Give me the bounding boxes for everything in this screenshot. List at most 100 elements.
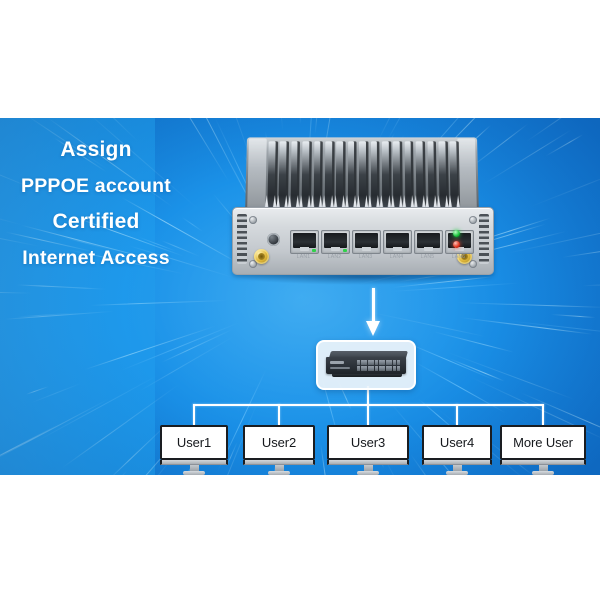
heatsink-fin bbox=[336, 141, 343, 212]
down-arrow-icon bbox=[366, 288, 380, 336]
client-monitor[interactable]: User3 bbox=[327, 425, 409, 475]
monitor-bezel bbox=[160, 460, 228, 465]
rj45-tab bbox=[424, 247, 433, 251]
switch-port-array bbox=[357, 360, 403, 371]
switch-port bbox=[357, 360, 360, 365]
heatsink-fin bbox=[325, 141, 332, 212]
headline-line-4: Internet Access bbox=[22, 247, 170, 269]
heatsink-fin bbox=[359, 141, 366, 212]
screw-top-right bbox=[469, 216, 477, 224]
switch-port bbox=[364, 366, 368, 371]
monitor-neck bbox=[363, 465, 373, 471]
client-label: User2 bbox=[261, 435, 297, 450]
client-drop-line bbox=[277, 404, 281, 425]
headline-line-1: Assign bbox=[60, 138, 132, 161]
rj45-tab bbox=[300, 247, 309, 251]
lan-port-label: LAN3 bbox=[358, 254, 373, 260]
rj45-cavity bbox=[417, 233, 440, 248]
port-link-led bbox=[312, 248, 316, 252]
switch-port bbox=[392, 360, 396, 365]
headline-line-2: PPPOE account bbox=[21, 175, 171, 197]
background-left-wash bbox=[0, 118, 155, 475]
antenna-connector-left bbox=[254, 249, 269, 264]
switch-port bbox=[382, 366, 386, 371]
switch-port bbox=[385, 360, 389, 365]
lan-port-lan5 bbox=[414, 230, 443, 254]
switch-port bbox=[364, 360, 368, 365]
heatsink-fin bbox=[371, 141, 378, 212]
switch-port bbox=[396, 360, 400, 365]
monitor-neck bbox=[189, 465, 199, 471]
heatsink bbox=[245, 137, 479, 216]
monitor-screen: User2 bbox=[243, 425, 315, 460]
vent-right-icon bbox=[479, 214, 489, 264]
heatsink-fin bbox=[404, 141, 411, 212]
monitor-screen: More User bbox=[500, 425, 586, 460]
switch-model-mark bbox=[330, 367, 350, 369]
heatsink-left-cap bbox=[247, 138, 267, 213]
client-label: User1 bbox=[176, 435, 212, 450]
ethernet-switch-card bbox=[316, 340, 416, 390]
dc-power-jack bbox=[267, 233, 280, 246]
client-drop-line bbox=[366, 404, 370, 425]
vent-left-icon bbox=[237, 214, 247, 264]
lan-port-lan3 bbox=[352, 230, 381, 254]
monitor-foot bbox=[357, 471, 379, 475]
client-drop-line bbox=[541, 404, 545, 425]
power-led bbox=[453, 230, 460, 237]
switch-port bbox=[360, 360, 364, 365]
monitor-neck bbox=[452, 465, 462, 471]
monitor-bezel bbox=[327, 460, 409, 465]
lan-port-lan4 bbox=[383, 230, 412, 254]
client-label: User4 bbox=[439, 435, 475, 450]
switch-port bbox=[371, 360, 375, 365]
switch-port bbox=[378, 366, 382, 371]
connection-tree bbox=[0, 0, 600, 357]
rj45-tab bbox=[393, 247, 402, 251]
client-monitor[interactable]: User2 bbox=[243, 425, 315, 475]
client-drop-line bbox=[455, 404, 459, 425]
client-label: User3 bbox=[350, 435, 386, 450]
rj45-cavity bbox=[355, 233, 378, 248]
switch-port bbox=[374, 366, 378, 371]
monitor-foot bbox=[446, 471, 468, 475]
monitor-screen: User4 bbox=[422, 425, 492, 460]
rj45-cavity bbox=[386, 233, 409, 248]
monitor-neck bbox=[538, 465, 548, 471]
switch-port bbox=[389, 360, 393, 365]
heatsink-fin bbox=[438, 141, 446, 212]
monitor-screen: User3 bbox=[327, 425, 409, 460]
switch-brand-mark bbox=[330, 361, 344, 364]
heatsink-fin bbox=[427, 141, 435, 212]
monitor-bezel bbox=[243, 460, 315, 465]
port-link-led bbox=[343, 248, 347, 252]
heatsink-fin bbox=[302, 141, 309, 212]
client-monitor[interactable]: User4 bbox=[422, 425, 492, 475]
monitor-screen: User1 bbox=[160, 425, 228, 460]
lan-port-label: LAN6 bbox=[451, 254, 466, 260]
screw-bottom-right bbox=[469, 260, 477, 268]
switch-port bbox=[396, 366, 400, 371]
switch-port bbox=[382, 360, 386, 365]
switch-port bbox=[385, 366, 389, 371]
switch-port bbox=[360, 366, 364, 371]
heatsink-right-cap bbox=[457, 138, 477, 213]
headline-line-3: Certified bbox=[52, 210, 140, 233]
lan-port-label: LAN1 bbox=[296, 254, 311, 260]
lan-port-lan1 bbox=[290, 230, 319, 254]
screw-top-left bbox=[249, 216, 257, 224]
switch-port bbox=[392, 366, 396, 371]
monitor-foot bbox=[183, 471, 205, 475]
headline-text-block: Assign PPPOE account Certified Internet … bbox=[6, 132, 186, 276]
monitor-bezel bbox=[422, 460, 492, 465]
client-drop-line bbox=[192, 404, 196, 425]
rj45-tab bbox=[455, 247, 464, 251]
client-monitor[interactable]: User1 bbox=[160, 425, 228, 475]
monitor-bezel bbox=[500, 460, 586, 465]
heatsink-fin bbox=[393, 141, 400, 212]
switch-front-face bbox=[326, 357, 406, 374]
client-monitor[interactable]: More User bbox=[500, 425, 586, 475]
client-label: More User bbox=[513, 435, 573, 450]
